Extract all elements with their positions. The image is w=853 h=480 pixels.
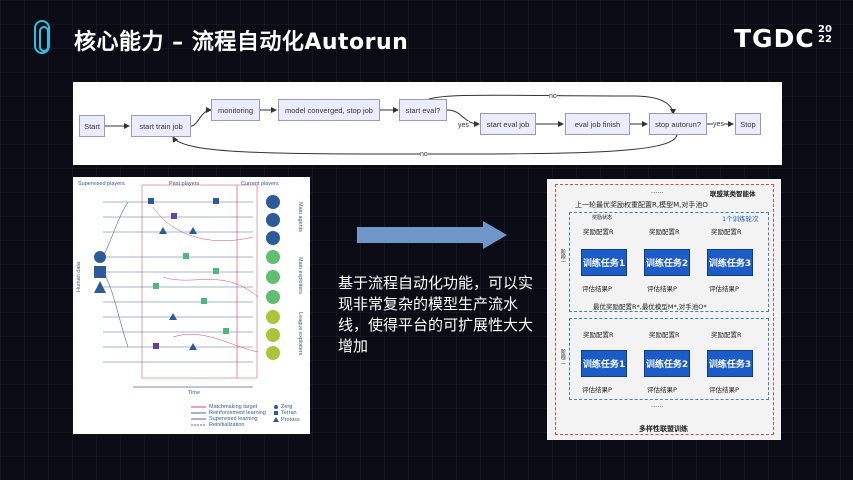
flow-node-start-eval: start eval? xyxy=(399,99,447,121)
brand-year-top: 20 xyxy=(818,24,832,35)
legend-sl: Supervised learning xyxy=(209,416,258,422)
reward-state-label: 奖励状态 xyxy=(592,215,613,221)
label-human-data: Human data xyxy=(76,262,82,292)
best-config-line: 最优奖励配置R*,最优模型M*,对手池O* xyxy=(593,303,707,311)
flow-node-start-train-job: start train job xyxy=(131,115,191,137)
diagram-frame xyxy=(555,184,774,435)
league-graph xyxy=(94,184,280,426)
dots: ...... xyxy=(651,187,664,195)
autorun-flowchart: Start start train job monitoring model c… xyxy=(73,82,782,165)
label-current-players: Current players xyxy=(241,181,279,187)
edge-label-no: no xyxy=(549,92,557,101)
stage-one-box xyxy=(569,212,769,312)
reward-config-3: 奖励配置R xyxy=(711,228,742,236)
description-text: 基于流程自动化功能，可以实现非常复杂的模型生产流水线，使得平台的可扩展性大大增加 xyxy=(338,274,534,355)
label-main-exploiters: Main exploiters xyxy=(297,257,303,294)
eval-result-3: 评估结果P xyxy=(709,285,739,293)
legend-terran: Terran xyxy=(281,410,297,416)
label-supervised-players: Supervised players xyxy=(78,181,125,187)
legend-protoss: Protoss xyxy=(281,417,300,423)
task-2-stage1: 训练任务2 xyxy=(644,249,690,276)
reward-config-1: 奖励配置R xyxy=(583,228,614,236)
league-training-diagram: Supervised players Past players Current … xyxy=(73,177,310,434)
edge-label-yes: yes xyxy=(458,121,469,130)
edge-label-no: no xyxy=(420,150,428,159)
reward-config-2b: 奖励配置R xyxy=(649,331,680,339)
prev-round-model: ,模型M xyxy=(656,201,680,209)
task-2-stage2: 训练任务2 xyxy=(644,350,690,377)
task-3-stage1: 训练任务3 xyxy=(707,249,753,276)
flow-node-stop: Stop xyxy=(735,113,761,135)
eval-result-3b: 评估结果P xyxy=(709,386,739,394)
label-main-agents: Main agents xyxy=(297,202,303,232)
stage-one-label: 阶段一 xyxy=(560,249,566,264)
right-arrow-icon xyxy=(357,221,507,249)
prev-round-reward: 上一轮最优奖励权重配置R xyxy=(575,201,657,209)
round-label: 1个训练轮次 xyxy=(722,215,759,223)
brand-year: 20 22 xyxy=(818,25,832,45)
eval-result-1b: 评估结果P xyxy=(582,386,612,394)
label-league-exploiters: League exploiters xyxy=(297,312,303,356)
page-title: 核心能力 – 流程自动化Autorun xyxy=(74,30,409,55)
legend-rl: Reinforcement learning xyxy=(209,410,266,416)
reward-config-3b: 奖励配置R xyxy=(711,331,742,339)
stage-two-label: 阶段二 xyxy=(560,349,566,364)
eval-result-2: 评估结果P xyxy=(647,285,677,293)
prev-round-text: 上一轮最优奖励权重配置R,模型M,对手池O xyxy=(575,200,708,210)
task-1-stage2: 训练任务1 xyxy=(581,350,627,377)
reward-config-1b: 奖励配置R xyxy=(583,331,614,339)
brand-year-bottom: 22 xyxy=(818,34,832,45)
logo-icon xyxy=(34,20,50,54)
legend-matchmaking: Matchmaking target xyxy=(209,404,258,410)
flow-node-model-converged: model converged, stop job xyxy=(278,99,380,121)
stage-two-box xyxy=(569,318,769,400)
legend-reinit: Reinitialization xyxy=(209,422,245,428)
label-time: Time xyxy=(188,390,201,396)
flow-node-start-eval-job: start eval job xyxy=(480,113,536,135)
task-1-stage1: 训练任务1 xyxy=(581,249,627,276)
label-past-players: Past players xyxy=(169,181,200,187)
alliance-training-diagram: ...... 联盟某类智能体 上一轮最优奖励权重配置R,模型M,对手池O 1个训… xyxy=(547,179,781,440)
prev-round-pool: ,对手池O xyxy=(679,201,708,209)
legend-zerg: Zerg xyxy=(281,404,293,410)
alliance-footer: 多样性联盟训练 xyxy=(639,425,688,433)
flow-node-eval-job-finish: eval job finish xyxy=(565,113,630,135)
flow-node-start: Start xyxy=(79,115,105,137)
alliance-agent-title: 联盟某类智能体 xyxy=(710,190,756,198)
task-3-stage2: 训练任务3 xyxy=(707,350,753,377)
flow-node-monitoring: monitoring xyxy=(211,99,260,121)
bottom-dots: ...... xyxy=(651,401,664,409)
brand-logo: TGDC xyxy=(734,24,815,53)
edge-label-yes: yes xyxy=(713,120,724,129)
eval-result-2b: 评估结果P xyxy=(647,386,677,394)
eval-result-1: 评估结果P xyxy=(582,285,612,293)
reward-config-2: 奖励配置R xyxy=(649,228,680,236)
flow-node-stop-autorun: stop autorun? xyxy=(649,113,707,135)
